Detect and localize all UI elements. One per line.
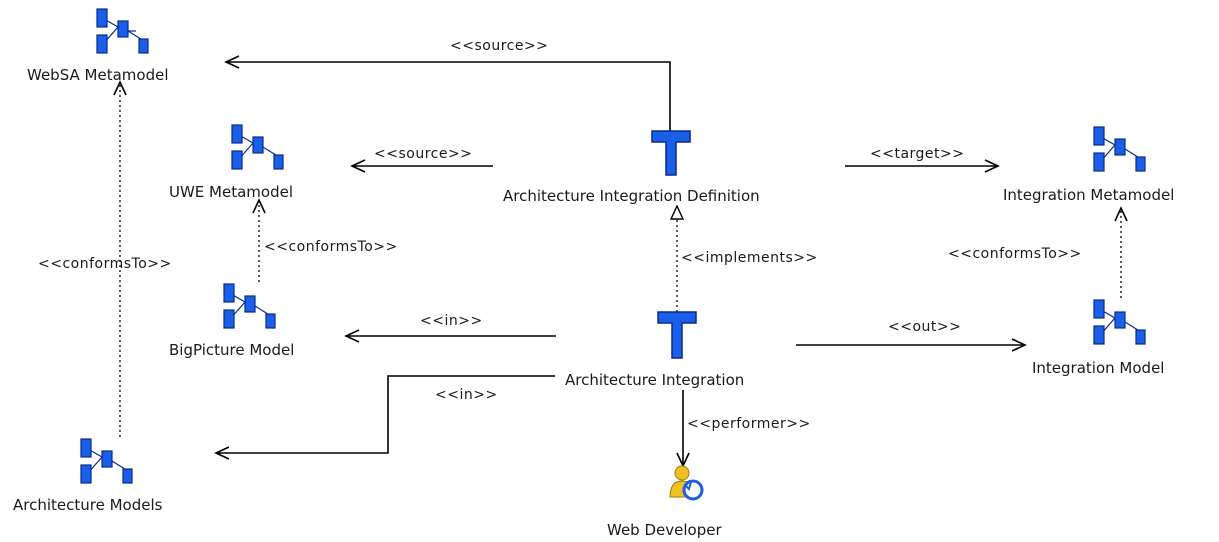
edge-in-architecture bbox=[214, 375, 555, 460]
edge-source-websa bbox=[224, 55, 671, 135]
edge-label-out-integration: <<out>> bbox=[888, 319, 962, 335]
metamodel-icon bbox=[1093, 126, 1146, 172]
transformation-definition-icon bbox=[651, 130, 691, 176]
edge-label-source-uwe: <<source>> bbox=[374, 146, 473, 162]
node-label-uwe-metamodel: UWE Metamodel bbox=[169, 183, 294, 201]
node-label-architecture-models: Architecture Models bbox=[13, 496, 163, 514]
edge-label-implements: <<implements>> bbox=[681, 250, 818, 266]
edge-label-conforms-integration: <<conformsTo>> bbox=[948, 246, 1082, 262]
transformation-icon bbox=[657, 311, 697, 359]
edge-label-target-integration: <<target>> bbox=[870, 146, 965, 162]
node-label-architecture-integration: Architecture Integration bbox=[565, 371, 745, 389]
node-label-bigpicture-model: BigPicture Model bbox=[169, 341, 295, 359]
performer-icon bbox=[669, 465, 704, 501]
edge-label-conforms-uwe: <<conformsTo>> bbox=[264, 239, 398, 255]
model-icon bbox=[223, 283, 276, 329]
metamodel-icon bbox=[96, 8, 149, 54]
node-label-web-developer: Web Developer bbox=[607, 521, 722, 539]
edge-label-performer: <<performer>> bbox=[687, 416, 811, 432]
edge-label-source-websa: <<source>> bbox=[450, 38, 549, 54]
node-label-integration-metamodel: Integration Metamodel bbox=[1003, 186, 1175, 204]
node-label-architecture-integration-definition: Architecture Integration Definition bbox=[503, 187, 760, 205]
node-label-integration-model: Integration Model bbox=[1032, 359, 1165, 377]
metamodel-icon bbox=[231, 124, 284, 170]
node-label-websa-metamodel: WebSA Metamodel bbox=[27, 66, 169, 84]
edge-label-in-bigpicture: <<in>> bbox=[420, 313, 483, 329]
model-icon bbox=[1093, 299, 1146, 345]
edge-label-in-architecture: <<in>> bbox=[435, 387, 498, 403]
edge-label-conforms-websa: <<conformsTo>> bbox=[38, 256, 172, 272]
model-icon bbox=[80, 438, 133, 484]
